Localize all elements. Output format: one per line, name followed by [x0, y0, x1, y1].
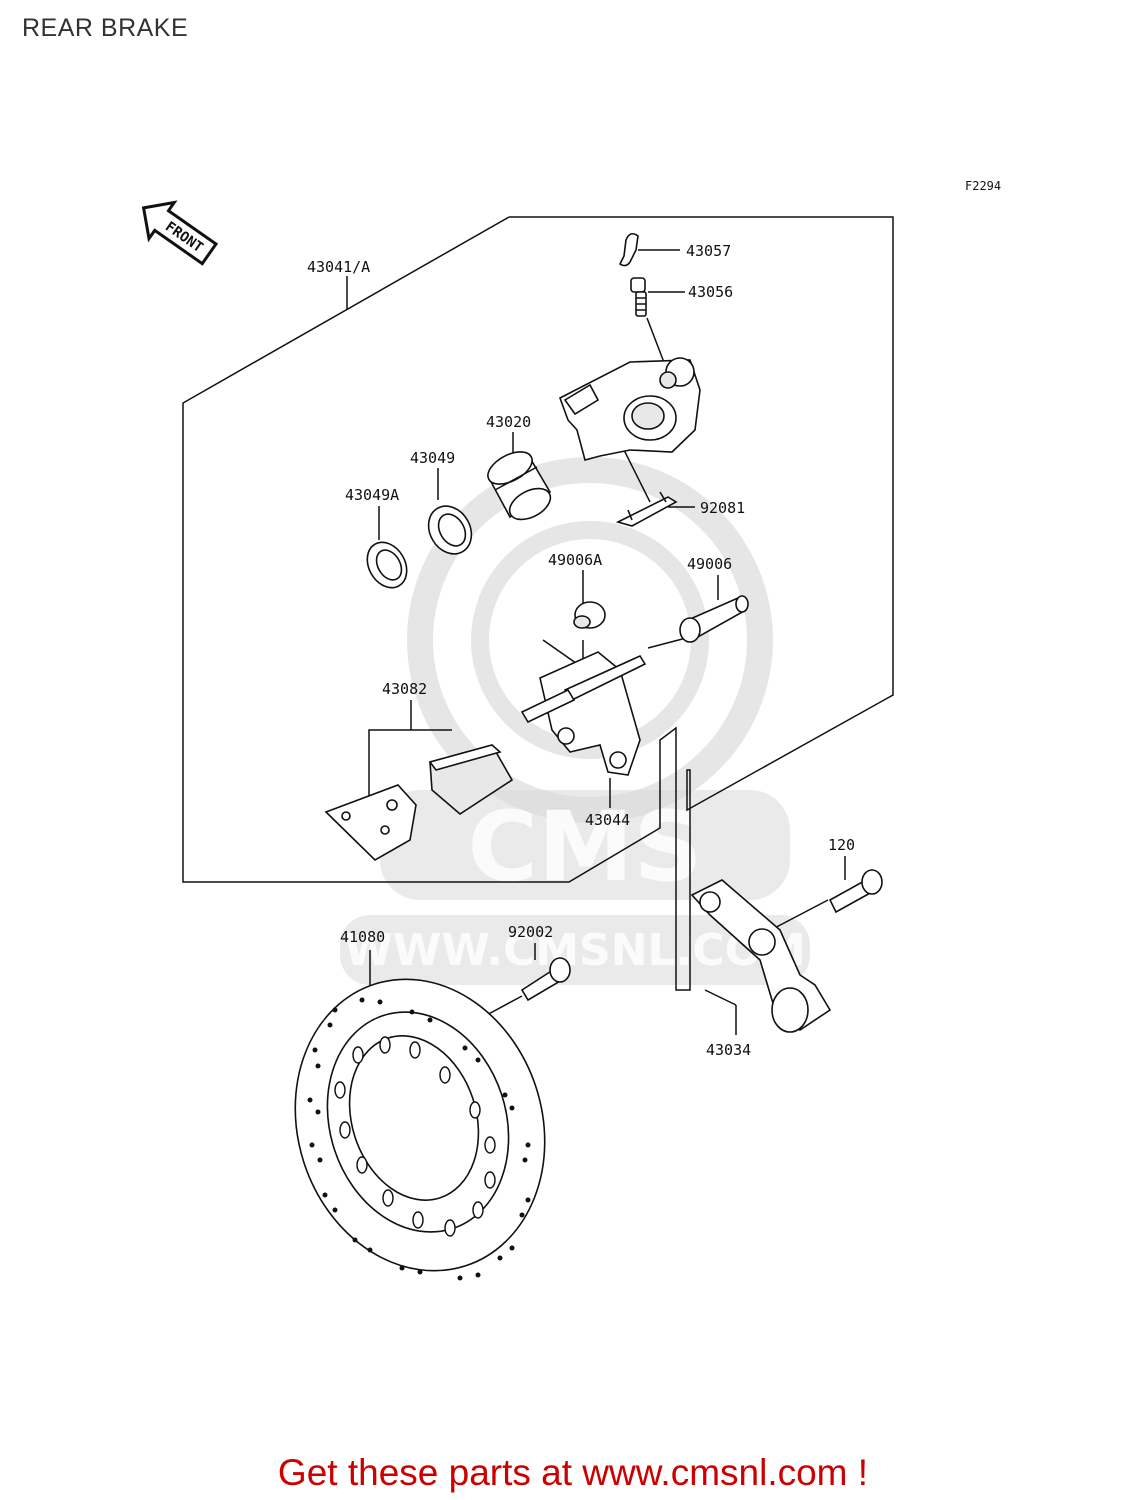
- cms-watermark: CMS WWW.CMSNL.COM: [340, 457, 810, 985]
- label-43082: 43082: [382, 680, 427, 698]
- brake-disc-41080: [294, 978, 546, 1281]
- label-92002: 92002: [508, 923, 553, 941]
- pad-spring-92081: [615, 491, 678, 527]
- footer-link[interactable]: Get these parts at www.cmsnl.com !: [277, 1452, 869, 1493]
- label-41080: 41080: [340, 928, 385, 946]
- label-120: 120: [828, 836, 855, 854]
- label-43034: 43034: [706, 1041, 751, 1059]
- label-92081: 92081: [700, 499, 745, 517]
- leader-lines: [346, 249, 846, 1035]
- slide-pin-49006: [679, 595, 749, 643]
- label-43041A: 43041/A: [307, 258, 370, 276]
- caliper-holder-43044: [520, 651, 647, 776]
- label-43056: 43056: [688, 283, 733, 301]
- label-43057: 43057: [686, 242, 731, 260]
- piston-seal-43049: [427, 505, 473, 555]
- caliper-bracket-43034: [690, 879, 832, 1033]
- label-43044: 43044: [585, 811, 630, 829]
- caliper-body: [559, 357, 701, 461]
- label-43049A: 43049A: [345, 486, 399, 504]
- brake-pads-43082: [324, 744, 514, 861]
- figure-code: F2294: [965, 179, 1001, 193]
- dust-seal-43049A: [366, 541, 408, 589]
- label-49006A: 49006A: [548, 551, 602, 569]
- watermark-url: WWW.CMSNL.COM: [344, 925, 806, 976]
- front-arrow-icon: FRONT: [141, 200, 219, 266]
- piston-43020: [487, 451, 552, 521]
- part-labels: 43041/A 43057 43056 43020 43049 43049A 9…: [307, 242, 855, 1059]
- label-43049: 43049: [410, 449, 455, 467]
- bolt-120: [828, 869, 883, 914]
- watermark-brand: CMS: [467, 791, 702, 903]
- label-49006: 49006: [687, 555, 732, 573]
- bleeder-valve-43056: [630, 277, 647, 317]
- bleeder-cap-43057: [618, 232, 639, 267]
- boot-49006A: [573, 601, 606, 629]
- caliper-assembly-outline: [182, 216, 894, 991]
- bolt-92002: [520, 957, 571, 1002]
- label-43020: 43020: [486, 413, 531, 431]
- page-title: REAR BRAKE: [22, 14, 189, 42]
